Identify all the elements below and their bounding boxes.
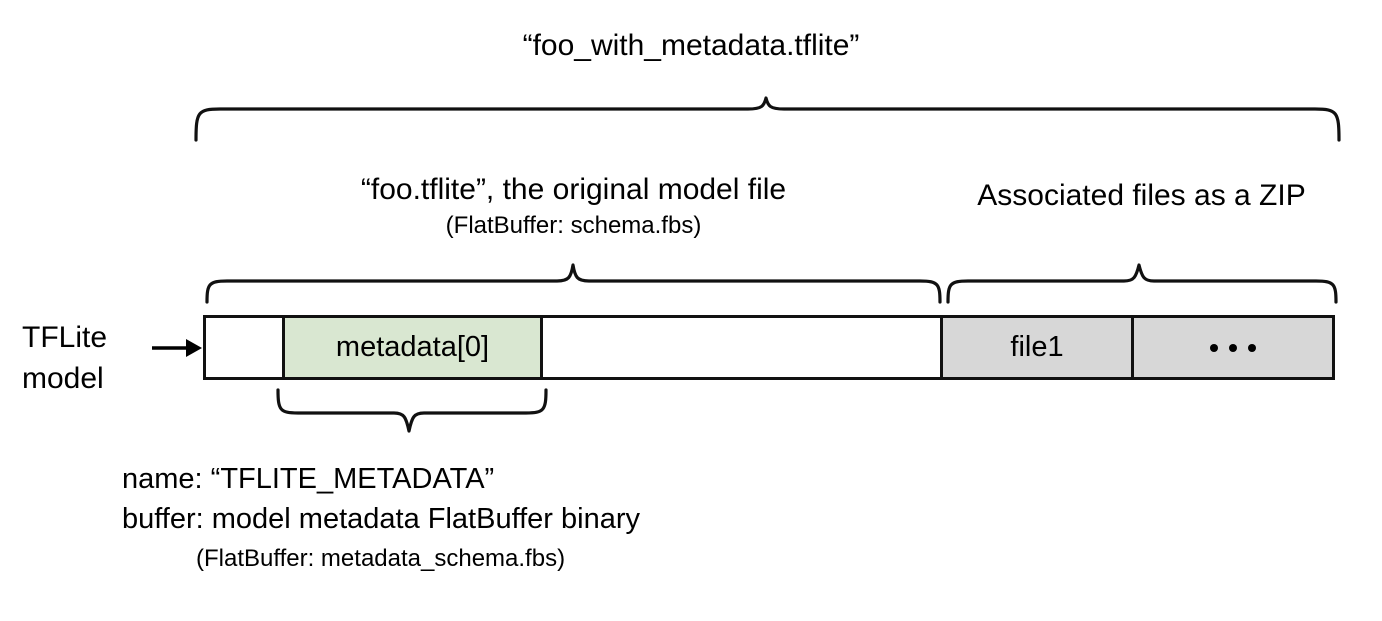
tflite-model-label-line1: TFLite [22,321,108,354]
bar-segment-file1: file1 [940,318,1131,377]
diagram-title: “foo_with_metadata.tflite” [522,29,860,62]
tflite-model-label: TFLite model [22,318,152,399]
model-file-sublabel: (FlatBuffer: schema.fbs) [445,212,702,239]
bar-segment-ellipsis [1131,318,1332,377]
bar-segment-empty-head [206,318,282,377]
metadata-schema-line: (FlatBuffer: metadata_schema.fbs) [196,545,566,572]
metadata-buffer-line: buffer: model metadata FlatBuffer binary [122,503,640,535]
ellipsis-icon [1210,343,1256,352]
tflite-model-label-line2: model [22,361,104,395]
metadata-name-line: name: “TFLITE_METADATA” [122,463,495,495]
brace-whole-file [190,96,1345,147]
model-byte-layout-bar: metadata[0] file1 [203,315,1335,380]
bar-segment-metadata: metadata[0] [282,318,540,377]
brace-associated-files-zip [942,262,1342,309]
brace-original-model-file [201,262,946,309]
model-file-label: “foo.tflite”, the original model file [360,173,787,206]
bar-segment-model-body [540,318,940,377]
brace-metadata-detail [272,388,552,453]
zip-group-label: Associated files as a ZIP [977,179,1306,212]
right-arrow-icon [150,330,206,371]
